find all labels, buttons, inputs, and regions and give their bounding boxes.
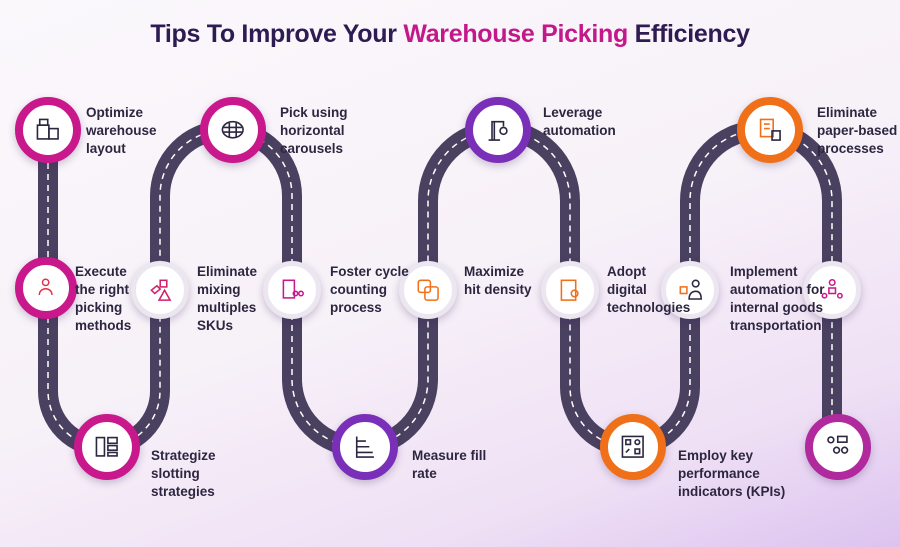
sku-warning-icon	[131, 261, 189, 319]
tip-label: Eliminate mixing multiples SKUs	[197, 264, 258, 333]
warehouse-layout-icon	[15, 97, 81, 163]
picker-person-icon	[15, 257, 77, 319]
cycle-count-icon	[263, 261, 321, 319]
tip-label: Optimize warehouse layout	[86, 105, 157, 156]
tip-label: Eliminate paper-based processes	[817, 105, 898, 156]
title-highlight: Warehouse Picking	[403, 20, 628, 48]
slotting-grid-icon	[74, 414, 140, 480]
tip-label: Leverage automation	[543, 105, 616, 138]
tip-label: Strategize slotting strategies	[151, 448, 216, 499]
title-text: Tips To Improve Your	[150, 20, 404, 48]
page-title: Tips To Improve Your Warehouse Picking E…	[0, 20, 900, 49]
overlap-squares-icon	[399, 261, 457, 319]
team-collaboration-icon	[803, 261, 861, 319]
tip-label: Foster cycle counting process	[330, 264, 409, 315]
tip-label: Implement automation for internal goods …	[730, 264, 825, 333]
tip-label: Employ key performance indicators (KPIs)	[678, 448, 786, 499]
tip-label: Execute the right picking methods	[75, 264, 132, 333]
digital-tech-icon	[541, 261, 599, 319]
tip-label: Measure fill rate	[412, 448, 487, 481]
robot-arm-icon	[465, 97, 531, 163]
team-presentation-icon	[805, 414, 871, 480]
tip-label: Pick using horizontal carousels	[280, 105, 348, 156]
paperless-icon	[737, 97, 803, 163]
bar-chart-icon	[332, 414, 398, 480]
tip-label: Adopt digital technologies	[607, 264, 691, 315]
kpi-dashboard-icon	[600, 414, 666, 480]
title-text-end: Efficiency	[627, 20, 750, 48]
carousel-icon	[200, 97, 266, 163]
goods-transport-icon	[661, 261, 719, 319]
tip-label: Maximize hit density	[464, 264, 532, 297]
